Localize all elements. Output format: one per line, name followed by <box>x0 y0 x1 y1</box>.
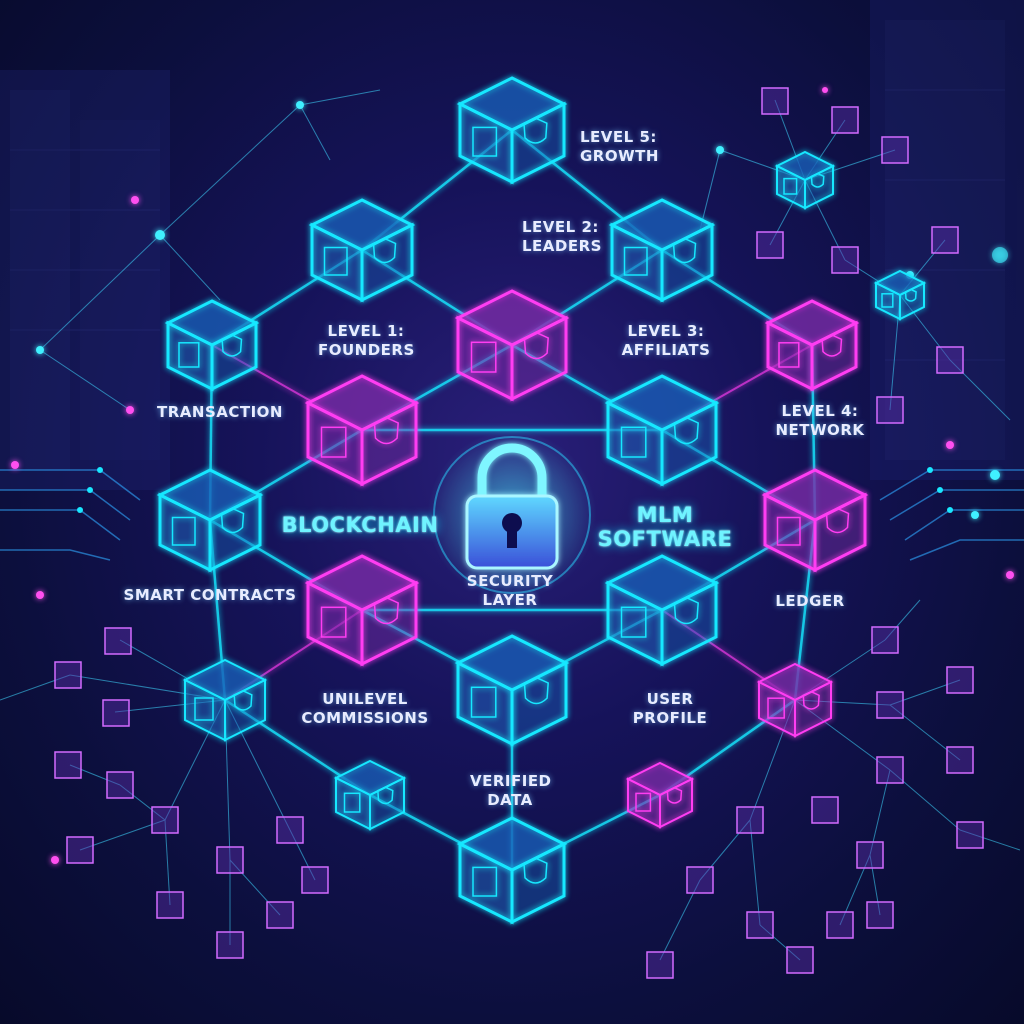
label-level5: LEVEL 5: GROWTH <box>580 128 659 165</box>
cube-database <box>304 554 420 667</box>
cube-lock-top <box>454 289 570 402</box>
label-level2: LEVEL 2: LEADERS <box>522 218 602 255</box>
cube-small-right <box>625 761 695 829</box>
label-ledger: LEDGER <box>775 592 845 610</box>
label-level3: LEVEL 3: AFFILIATS <box>621 322 711 359</box>
cube-key <box>304 374 420 487</box>
cube-net-2 <box>873 269 927 321</box>
padlock-icon <box>465 443 559 570</box>
cube-bottom <box>456 816 568 925</box>
cube-user-profile <box>604 554 720 667</box>
cube-level4 <box>764 299 860 392</box>
cube-level2-left <box>308 198 416 303</box>
mlm-software-title: MLM SOFTWARE <box>597 503 733 551</box>
cube-smart-contracts <box>156 468 264 573</box>
cube-shield <box>604 374 720 487</box>
label-smart-contracts: SMART CONTRACTS <box>123 586 297 604</box>
label-level4: LEVEL 4: NETWORK <box>775 402 865 439</box>
cube-small-left <box>333 759 407 831</box>
cube-unilevel <box>182 658 268 742</box>
label-security-layer: SECURITY LAYER <box>466 572 554 609</box>
cube-ledger <box>761 468 869 573</box>
blockchain-title: BLOCKCHAIN <box>281 513 439 537</box>
label-transaction: TRANSACTION <box>157 403 283 421</box>
label-verified-data: VERIFIED DATA <box>470 772 552 809</box>
label-level1: LEVEL 1: FOUNDERS <box>318 322 415 359</box>
cube-level2-right <box>608 198 716 303</box>
cube-net-1 <box>774 150 836 210</box>
cube-verified <box>454 634 570 747</box>
cube-transaction <box>164 299 260 392</box>
label-unilevel: UNILEVEL COMMISSIONS <box>301 690 429 727</box>
cube-user-small <box>756 662 834 738</box>
cube-level5 <box>456 76 568 185</box>
label-user-profile: USER PROFILE <box>632 690 708 727</box>
